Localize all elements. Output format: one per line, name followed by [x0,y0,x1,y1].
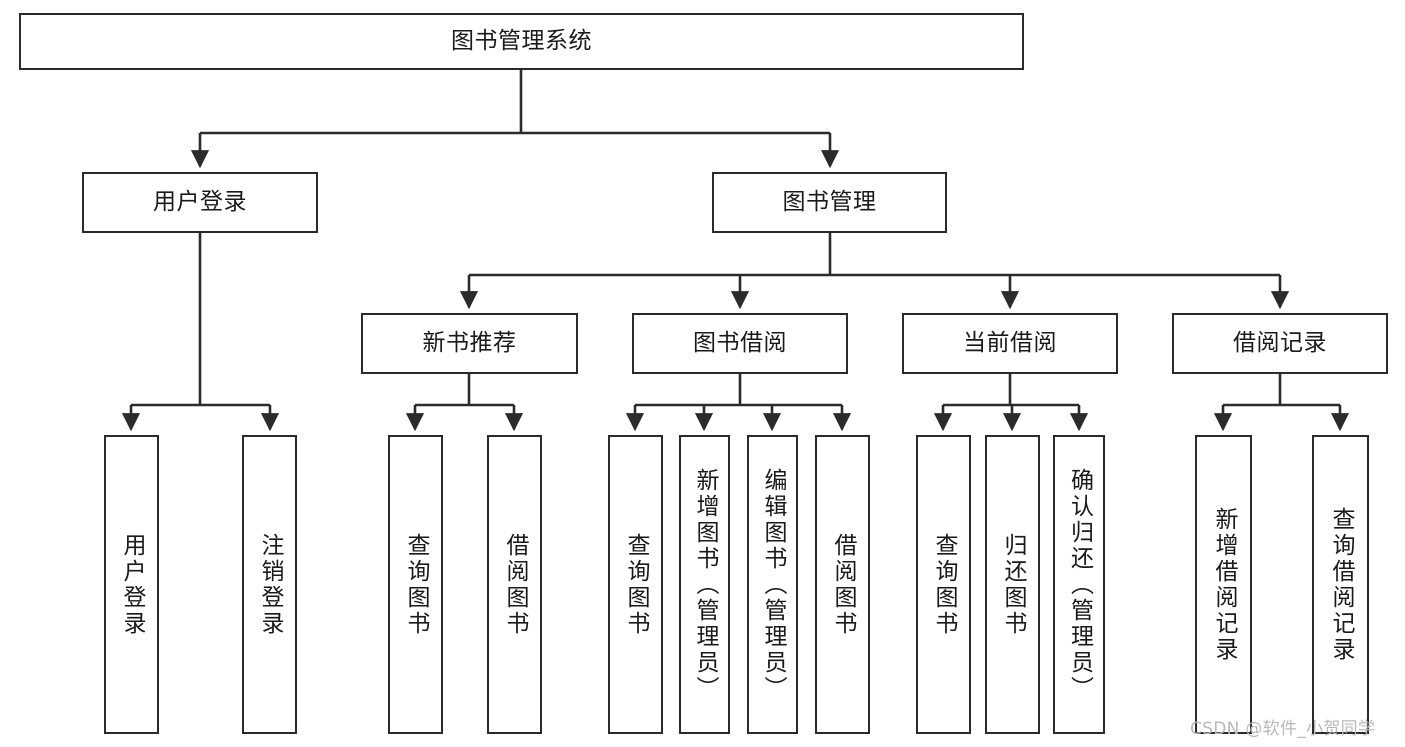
node-leaf-add-borrow-record[interactable]: 新增借阅记录 [1195,435,1252,734]
node-user-login[interactable]: 用户登录 [82,172,318,233]
node-book-manage-label: 图书管理 [782,188,877,215]
node-new-book-recommend-label: 新书推荐 [422,329,517,356]
node-leaf-borrow-book-2[interactable]: 借阅图书 [815,435,870,734]
node-current-borrow[interactable]: 当前借阅 [902,313,1118,374]
node-leaf-query-book-2-label: 查询图书 [623,532,649,637]
node-leaf-query-book-3-label: 查询图书 [931,532,957,637]
node-book-borrow[interactable]: 图书借阅 [632,313,848,374]
node-leaf-confirm-return-admin-label: 确认归还（管理员） [1066,467,1093,702]
node-leaf-query-book-1-label: 查询图书 [403,532,429,637]
node-leaf-confirm-return-admin[interactable]: 确认归还（管理员） [1053,435,1105,734]
node-leaf-user-login[interactable]: 用户登录 [104,435,159,734]
node-leaf-borrow-book-2-label: 借阅图书 [830,532,856,637]
node-leaf-add-borrow-record-label: 新增借阅记录 [1211,506,1237,663]
node-leaf-query-book-3[interactable]: 查询图书 [916,435,971,734]
node-book-manage[interactable]: 图书管理 [712,172,947,233]
node-leaf-logout[interactable]: 注销登录 [242,435,297,734]
node-root[interactable]: 图书管理系统 [19,13,1024,70]
node-leaf-query-book-1[interactable]: 查询图书 [388,435,443,734]
watermark: CSDN @软件_小贺同学 [1190,719,1376,739]
node-leaf-user-login-label: 用户登录 [119,532,145,637]
node-leaf-query-borrow-record[interactable]: 查询借阅记录 [1312,435,1369,734]
node-borrow-record-label: 借阅记录 [1233,329,1327,356]
node-user-login-label: 用户登录 [153,188,247,215]
node-new-book-recommend[interactable]: 新书推荐 [361,313,578,374]
node-leaf-query-book-2[interactable]: 查询图书 [608,435,663,734]
node-leaf-query-borrow-record-label: 查询借阅记录 [1328,506,1354,663]
node-book-borrow-label: 图书借阅 [693,329,787,356]
node-leaf-logout-label: 注销登录 [257,532,283,637]
node-current-borrow-label: 当前借阅 [963,329,1057,356]
node-leaf-edit-book-admin[interactable]: 编辑图书（管理员） [747,435,798,734]
node-leaf-return-book-label: 归还图书 [1000,532,1026,637]
node-leaf-return-book[interactable]: 归还图书 [985,435,1040,734]
node-root-label: 图书管理系统 [451,27,592,54]
node-leaf-borrow-book-1-label: 借阅图书 [502,532,528,637]
node-leaf-add-book-admin[interactable]: 新增图书（管理员） [679,435,730,734]
node-leaf-edit-book-admin-label: 编辑图书（管理员） [760,467,786,702]
node-borrow-record[interactable]: 借阅记录 [1172,313,1388,374]
node-leaf-borrow-book-1[interactable]: 借阅图书 [487,435,542,734]
node-leaf-add-book-admin-label: 新增图书（管理员） [692,467,718,702]
